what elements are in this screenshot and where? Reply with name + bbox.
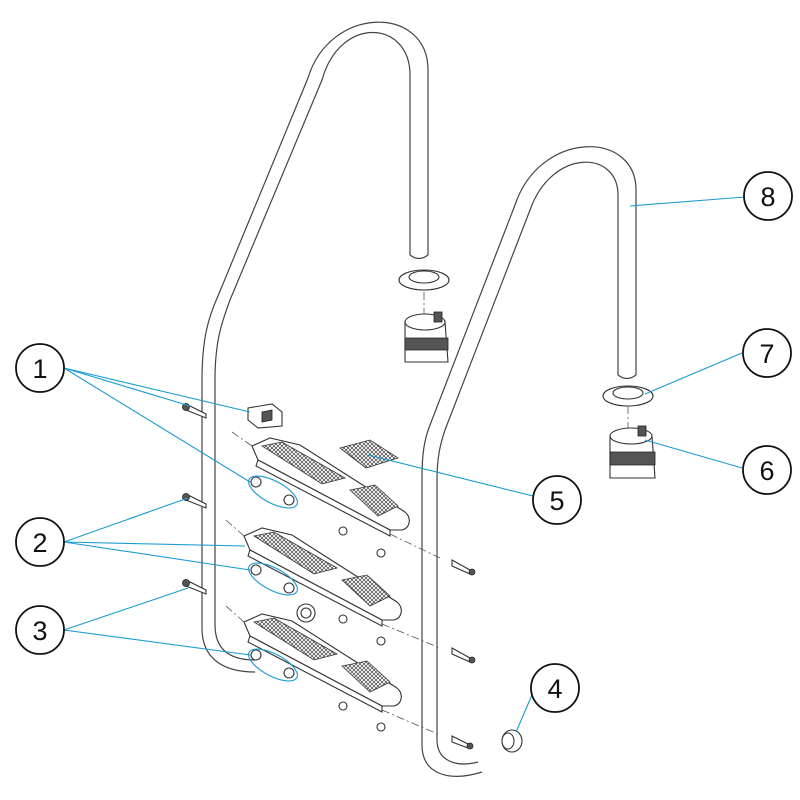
anti-slip-pad [339,439,399,469]
fastener-group-halo-3 [248,648,298,682]
callout-2: 2 [15,517,65,567]
callout-5-label: 5 [549,486,564,516]
callout-6: 6 [742,445,792,495]
leader-lines [63,196,746,733]
nuts-and-washers [250,476,386,732]
fastener-group-halo-1 [248,475,298,509]
upper-flange-and-anchor [398,269,450,363]
callout-1-label: 1 [32,354,47,384]
right-handrail-tube [421,146,637,777]
callout-1: 1 [15,343,65,393]
bolts-right [451,559,476,750]
callout-3-label: 3 [32,616,47,646]
anchor-socket [609,425,656,479]
callout-8: 8 [743,171,793,221]
left-handrail [201,21,429,673]
step-3 [225,605,441,736]
bolts-left [182,403,207,595]
callout-7: 7 [742,328,792,378]
callout-3: 3 [15,605,65,655]
callout-2-label: 2 [32,528,47,558]
callout-4: 4 [530,663,580,713]
callout-7-label: 7 [759,339,774,369]
rail-clamp [247,403,283,429]
center-bumper [296,603,316,623]
step-2 [225,519,441,649]
callout-5: 5 [532,475,582,525]
escutcheon-flange [602,385,654,407]
callout-4-label: 4 [547,674,562,704]
callout-6-label: 6 [759,456,774,486]
rail-bumper [501,729,523,753]
fastener-group-halo-2 [248,562,298,596]
step-1 [231,431,441,559]
callout-8-label: 8 [760,182,775,212]
